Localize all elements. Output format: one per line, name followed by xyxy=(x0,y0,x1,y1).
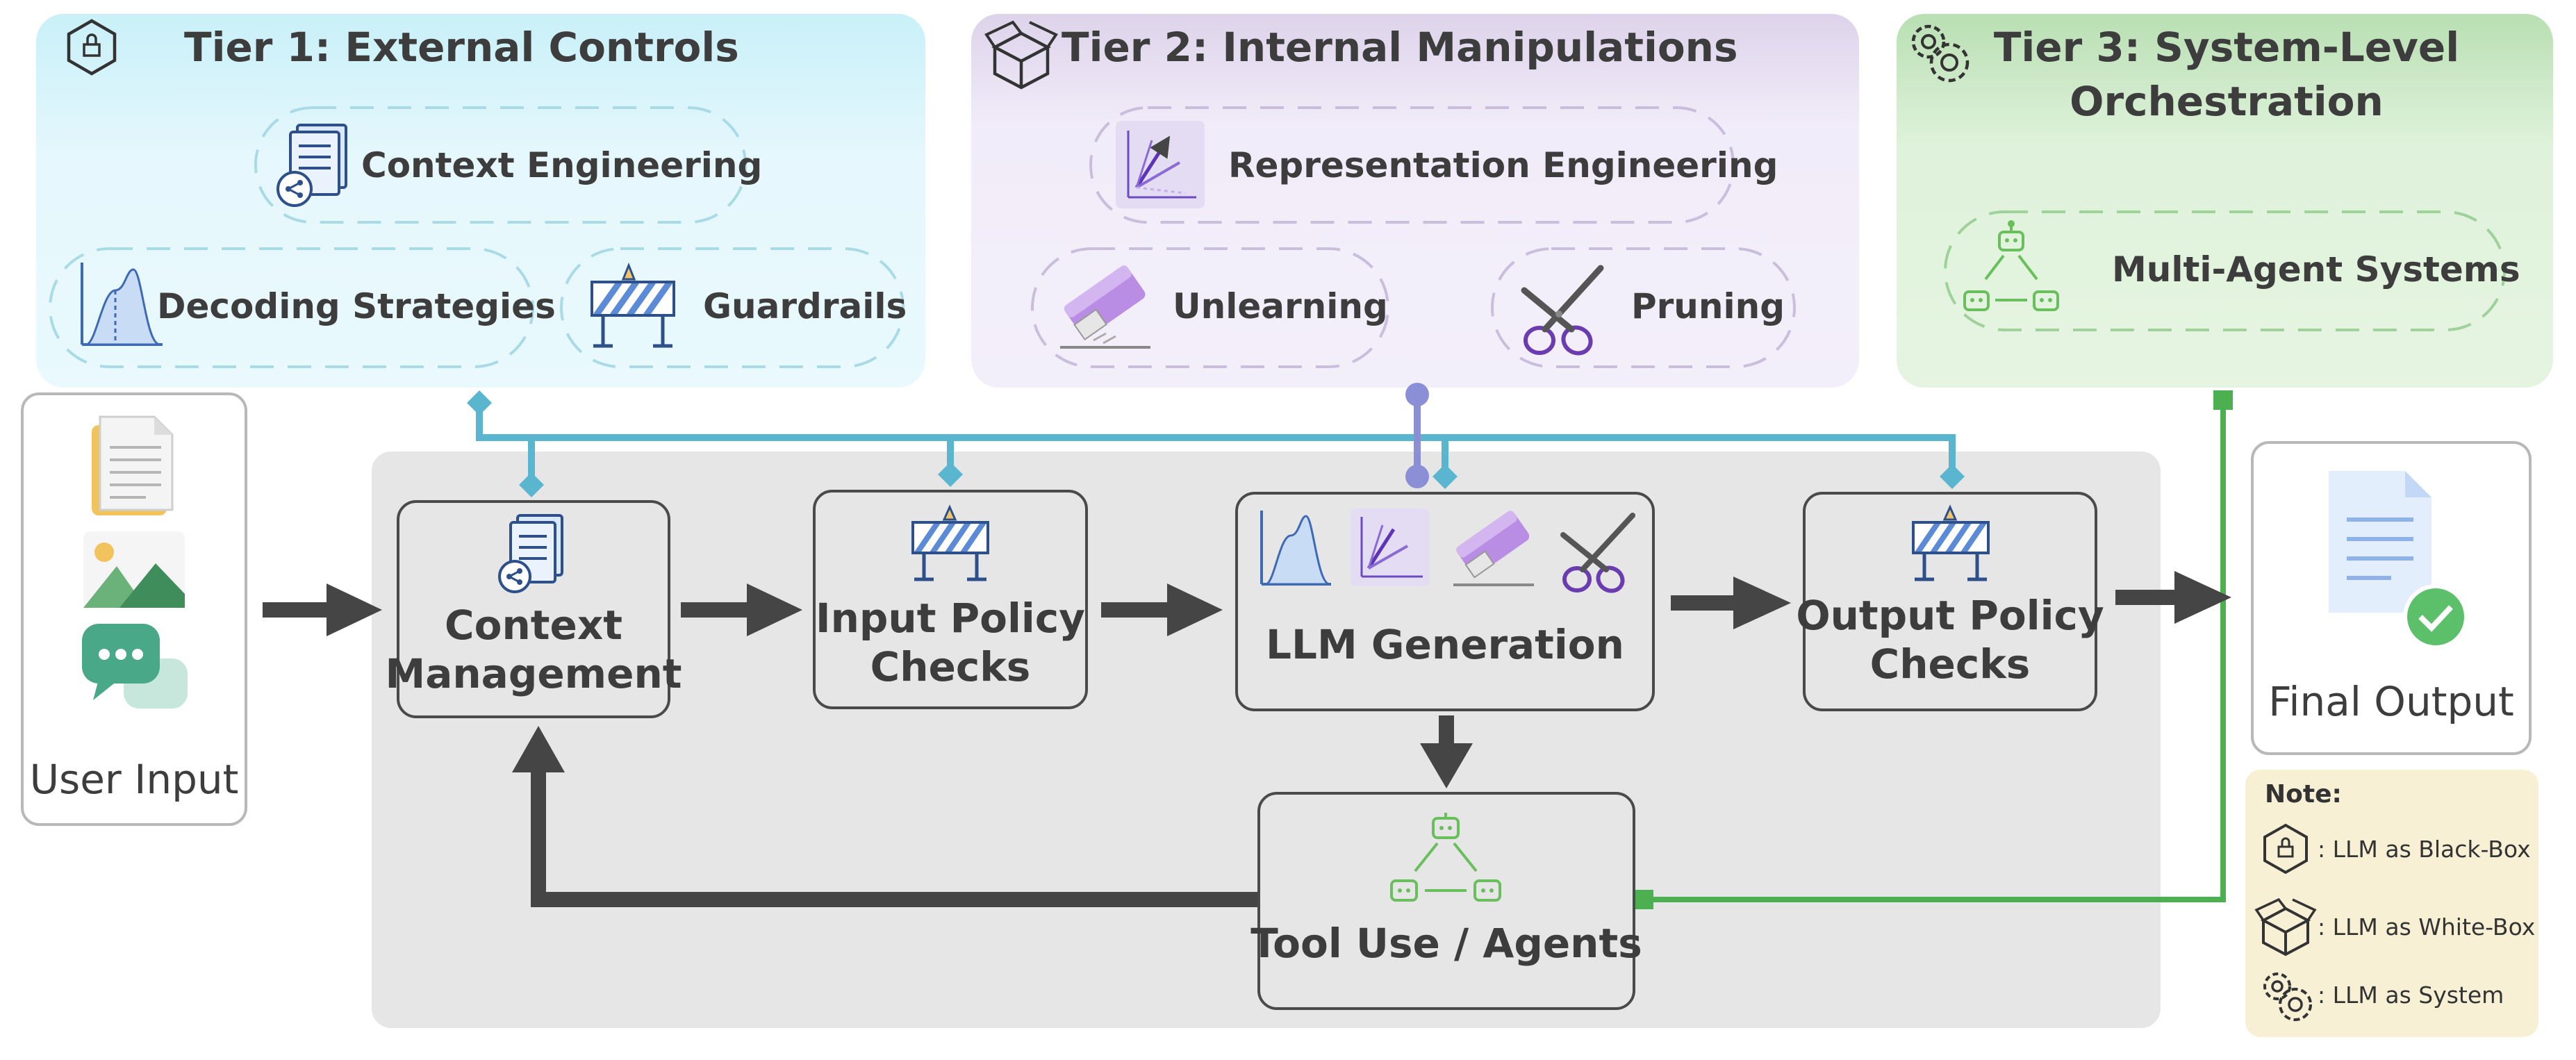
input-policy-line2: Checks xyxy=(870,643,1031,690)
pill-label-decoding-strategies: Decoding Strategies xyxy=(157,286,556,326)
arrow-tooluse-to-context xyxy=(512,726,1266,907)
chat-bubbles-icon xyxy=(82,624,188,709)
pill-unlearning: Unlearning xyxy=(1031,247,1389,368)
user-input-label: User Input xyxy=(30,756,239,803)
robots-network-icon xyxy=(1963,220,2059,311)
pill-label-context-engineering: Context Engineering xyxy=(361,145,762,185)
pill-decoding-strategies: Decoding Strategies xyxy=(49,247,556,368)
tier2-title: Tier 2: Internal Manipulations xyxy=(1062,24,1737,71)
eraser-icon xyxy=(1060,265,1150,349)
tier3-title-line2: Orchestration xyxy=(2070,78,2384,125)
pill-representation-engineering: Representation Engineering xyxy=(1089,106,1778,224)
pill-label-representation-engineering: Representation Engineering xyxy=(1228,145,1778,185)
legend-item-system: : LLM as System xyxy=(2263,972,2504,1021)
legend-title: Note: xyxy=(2265,780,2342,809)
arrow-llm-to-tooluse xyxy=(1420,715,1473,788)
image-icon xyxy=(83,531,185,608)
document-share-icon xyxy=(498,514,563,593)
legend-text-black-box: : LLM as Black-Box xyxy=(2318,836,2531,863)
white-box-icon xyxy=(2254,897,2317,957)
document-check-icon xyxy=(2329,471,2468,649)
legend-text-white-box: : LLM as White-Box xyxy=(2318,913,2535,941)
llm-generation-label: LLM Generation xyxy=(1266,621,1624,668)
flow-arrows xyxy=(263,571,2231,907)
output-policy-line2: Checks xyxy=(1870,640,2031,688)
barrier-icon xyxy=(591,262,675,348)
vector-space-icon xyxy=(1116,121,1205,208)
legend-item-black-box: : LLM as Black-Box xyxy=(2263,823,2531,875)
tier2-connector xyxy=(1405,383,1429,488)
white-box-icon xyxy=(984,20,1058,90)
distribution-chart-icon xyxy=(1260,511,1331,586)
context-management-line1: Context xyxy=(445,602,622,649)
tool-use-box: Tool Use / Agents xyxy=(1250,792,1642,1010)
final-output-box: Final Output xyxy=(2251,441,2532,755)
scissors-icon xyxy=(1560,513,1635,593)
input-policy-box: Input Policy Checks xyxy=(813,490,1088,709)
vector-space-icon xyxy=(1351,508,1430,586)
pill-guardrails: Guardrails xyxy=(560,247,907,368)
output-policy-box: Output Policy Checks xyxy=(1796,492,2104,711)
tier1-panel xyxy=(36,14,925,388)
tier1-connector-markers xyxy=(467,390,1965,497)
tool-use-label: Tool Use / Agents xyxy=(1250,920,1642,967)
llm-generation-box: LLM Generation xyxy=(1235,492,1655,711)
pill-label-multi-agent-systems: Multi-Agent Systems xyxy=(2112,249,2520,290)
arrow-inputcheck-to-llm xyxy=(1101,583,1223,636)
input-policy-line1: Input Policy xyxy=(816,595,1085,642)
robots-network-icon xyxy=(1390,813,1501,902)
pill-label-guardrails: Guardrails xyxy=(703,286,907,326)
pill-pruning: Pruning xyxy=(1491,247,1796,368)
tier1-header: Tier 1: External Controls xyxy=(67,19,739,76)
pill-label-unlearning: Unlearning xyxy=(1173,286,1388,326)
tier2-header: Tier 2: Internal Manipulations xyxy=(984,20,1737,90)
legend-text-system: : LLM as System xyxy=(2318,982,2504,1009)
gears-icon xyxy=(1911,24,1970,83)
pill-context-engineering: Context Engineering xyxy=(254,106,762,224)
document-share-icon xyxy=(276,124,347,207)
user-input-box: User Input xyxy=(21,392,247,826)
distribution-chart-icon xyxy=(81,263,163,346)
document-icon xyxy=(92,415,174,515)
tier3-title-line1: Tier 3: System-Level xyxy=(1994,24,2459,71)
legend-note: Note: : LLM as Black-Box : LLM as White-… xyxy=(2245,770,2538,1037)
pill-multi-agent-systems: Multi-Agent Systems xyxy=(1944,210,2520,331)
gears-icon xyxy=(2263,972,2312,1021)
pill-label-pruning: Pruning xyxy=(1631,286,1785,326)
context-management-line2: Management xyxy=(386,650,682,697)
tier3-header: Tier 3: System-Level Orchestration xyxy=(1911,24,2459,125)
arrow-outputcheck-to-final xyxy=(2115,571,2231,624)
tier3-connector xyxy=(1634,390,2233,909)
scissors-icon xyxy=(1521,265,1604,356)
barrier-icon xyxy=(911,504,989,581)
output-policy-line1: Output Policy xyxy=(1796,592,2104,639)
final-output-label: Final Output xyxy=(2268,678,2514,725)
arrow-llm-to-outputcheck xyxy=(1671,577,1791,629)
tier1-connectors xyxy=(476,403,1956,479)
tier3-panel xyxy=(1897,14,2553,388)
tier1-title: Tier 1: External Controls xyxy=(184,24,739,71)
black-box-icon xyxy=(67,19,117,76)
context-management-box: Context Management xyxy=(386,500,682,718)
arrow-context-to-inputcheck xyxy=(681,583,802,636)
legend-item-white-box: : LLM as White-Box xyxy=(2254,897,2535,957)
barrier-icon xyxy=(1912,504,1990,581)
eraser-icon xyxy=(1453,511,1534,586)
arrow-input-to-context xyxy=(263,583,382,636)
black-box-icon xyxy=(2263,823,2308,875)
